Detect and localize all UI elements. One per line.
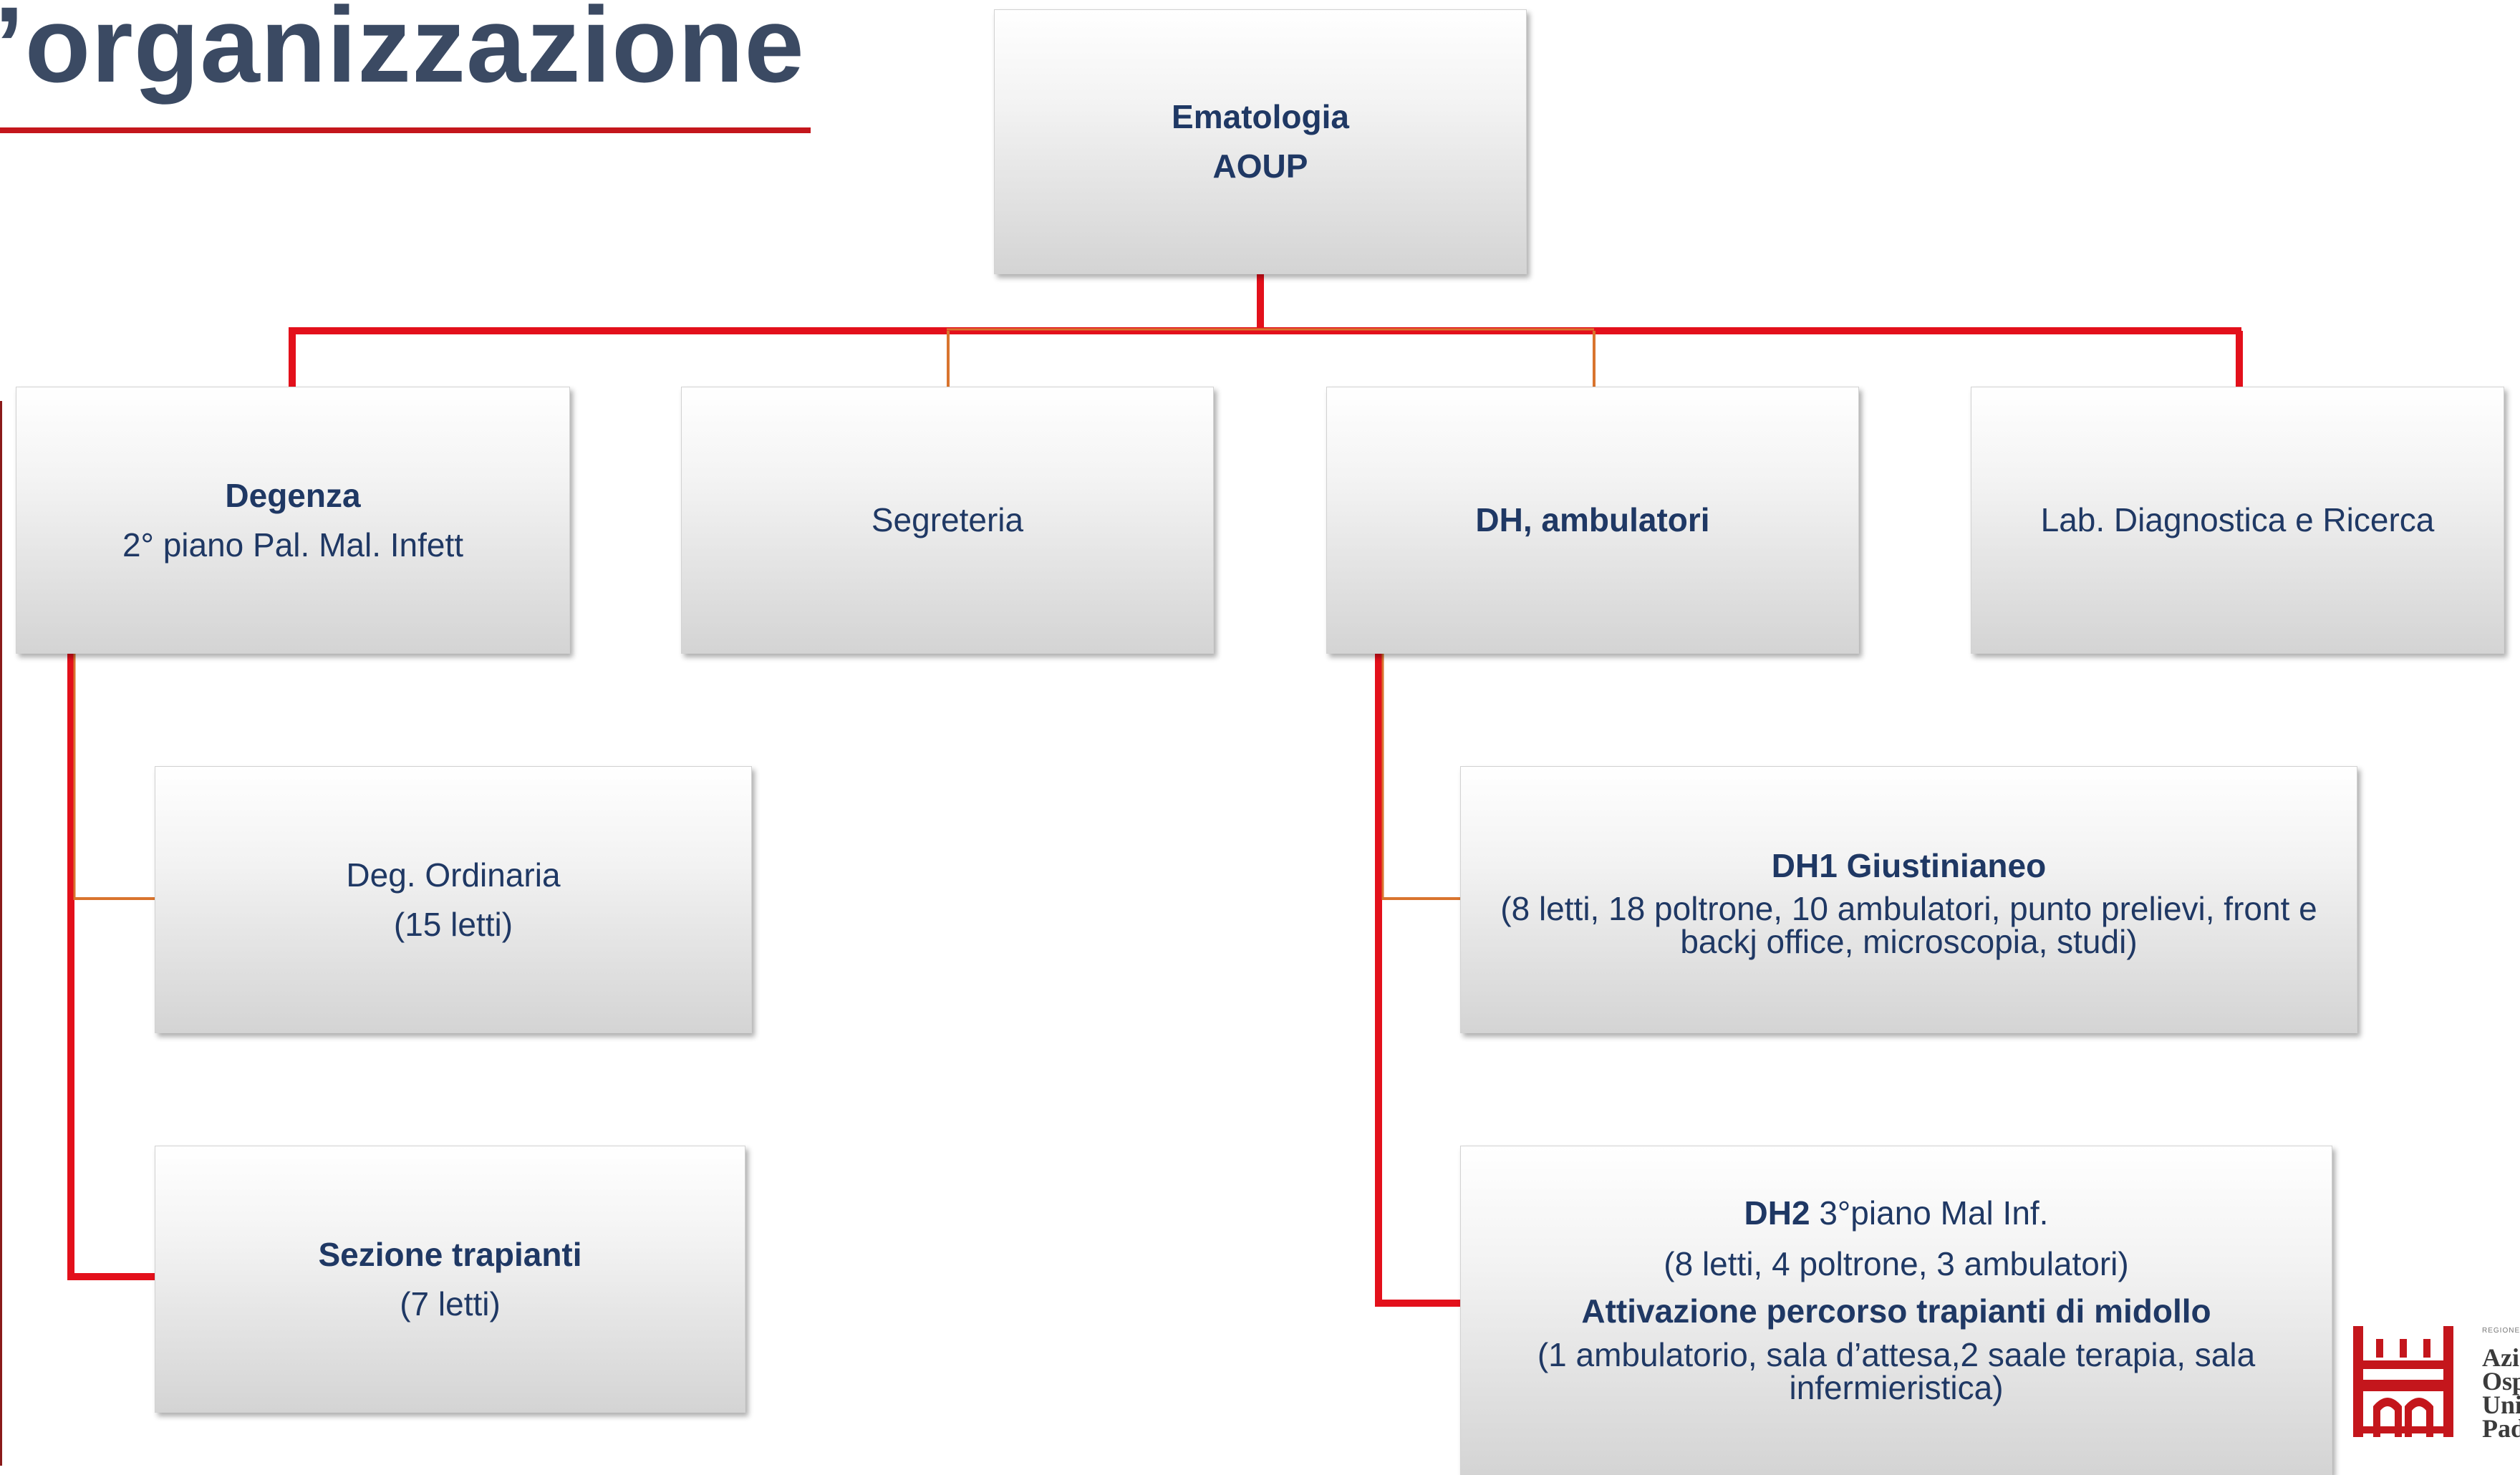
dh2-title: DH2: [1744, 1194, 1810, 1232]
sezione-trapianti-label: Sezione trapianti: [318, 1235, 582, 1273]
logo-line-2: Osp: [2482, 1367, 2520, 1396]
dh2-capacity: (8 letti, 4 poltrone, 3 ambulatori): [1664, 1244, 2129, 1282]
degenza-location: 2° piano Pal. Mal. Infett: [122, 526, 464, 564]
org-box-degenza: Degenza 2° piano Pal. Mal. Infett: [16, 387, 570, 654]
org-box-segreteria: Segreteria: [681, 387, 1214, 654]
logo-region-label: REGIONE: [2482, 1327, 2520, 1335]
org-box-sezione-trapianti: Sezione trapianti (7 letti): [155, 1146, 745, 1413]
ematologia-label: Ematologia: [1172, 98, 1349, 135]
dh2-activation-details: (1 ambulatorio, sala d’attesa,2 saale te…: [1537, 1336, 2256, 1407]
lab-label: Lab. Diagnostica e Ricerca: [2040, 501, 2435, 538]
org-box-ematologia: Ematologia AOUP: [994, 9, 1527, 274]
dh-ambulatori-label: DH, ambulatori: [1475, 501, 1710, 538]
org-box-deg-ordinaria: Deg. Ordinaria (15 letti): [155, 766, 752, 1033]
degenza-title: Degenza: [225, 476, 361, 514]
logo-line-3: Uni: [2482, 1391, 2520, 1419]
left-edge-line: [0, 401, 2, 1466]
org-box-dh1: DH1 Giustinianeo (8 letti, 18 poltrone, …: [1460, 766, 2357, 1033]
sezione-trapianti-beds: (7 letti): [400, 1285, 501, 1322]
logo-text: Azi Osp Uni Pad: [2482, 1343, 2520, 1443]
dh1-details: (8 letti, 18 poltrone, 10 ambulatori, pu…: [1500, 890, 2317, 960]
org-box-lab: Lab. Diagnostica e Ricerca: [1971, 387, 2504, 654]
aoup-label: AOUP: [1212, 148, 1308, 185]
slide-title: ’organizzazione: [0, 0, 805, 105]
deg-ordinaria-beds: (15 letti): [393, 905, 513, 943]
org-box-dh-ambulatori: DH, ambulatori: [1326, 387, 1859, 654]
title-underline: [0, 127, 811, 133]
logo-line-1: Azi: [2482, 1343, 2519, 1372]
segreteria-label: Segreteria: [871, 501, 1024, 538]
dh2-location: 3°piano Mal Inf.: [1810, 1194, 2049, 1232]
dh1-title: DH1 Giustinianeo: [1771, 847, 2047, 884]
logo-line-4: Pad: [2482, 1414, 2520, 1443]
dh2-activation: Attivazione percorso trapianti di midoll…: [1581, 1292, 2211, 1330]
deg-ordinaria-label: Deg. Ordinaria: [346, 856, 561, 894]
dh2-title-line: DH2 3°piano Mal Inf.: [1744, 1189, 2049, 1237]
hospital-logo-icon: [2353, 1326, 2453, 1437]
org-box-dh2: DH2 3°piano Mal Inf. (8 letti, 4 poltron…: [1460, 1146, 2332, 1475]
